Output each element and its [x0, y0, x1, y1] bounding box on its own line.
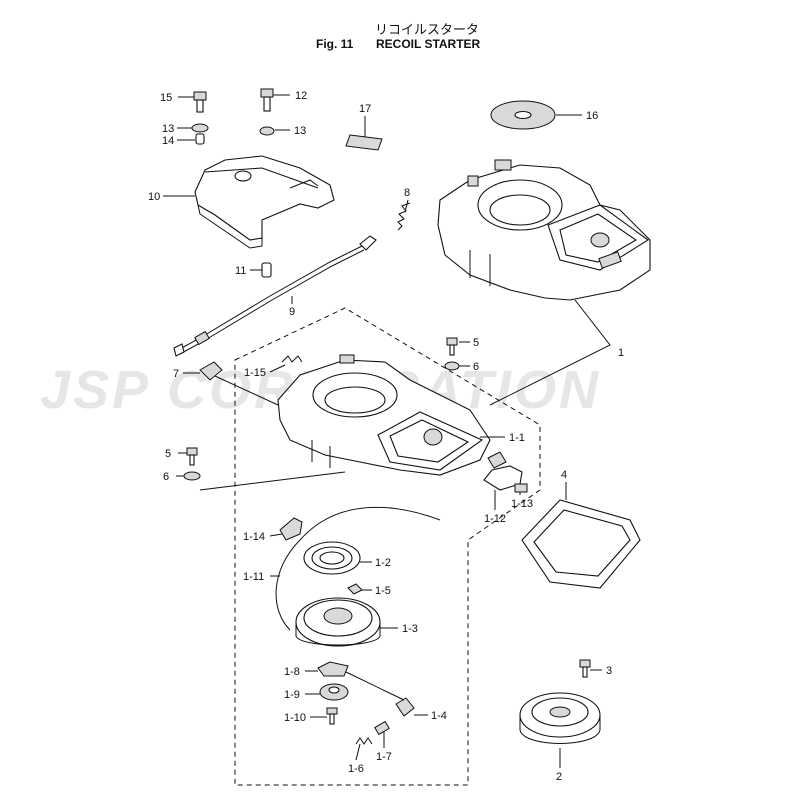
- callout-12: 12: [295, 90, 307, 102]
- part-7-plate: [199, 361, 223, 381]
- callout-1-11: 1-11: [243, 571, 264, 583]
- callout-1-10: 1-10: [284, 712, 306, 724]
- callout-13-right: 13: [294, 125, 306, 137]
- callout-1-5: 1-5: [375, 585, 391, 597]
- part-6-washer-left: [183, 471, 201, 481]
- part-1-3-reel: [295, 597, 381, 647]
- part-1-2-spiral-spring: [303, 541, 361, 575]
- callout-6-top: 6: [473, 361, 479, 373]
- callout-13-left: 13: [162, 123, 174, 135]
- callout-1-13: 1-13: [511, 498, 533, 510]
- part-1-9-plate: [319, 683, 349, 701]
- part-1-7-collar: [374, 720, 390, 736]
- callout-1-8: 1-8: [284, 666, 300, 678]
- callout-1: 1: [618, 347, 624, 359]
- part-12-bolt: [260, 88, 274, 112]
- part-1-starter-assembly: [437, 159, 651, 301]
- callout-10: 10: [148, 191, 160, 203]
- callout-1-7: 1-7: [376, 751, 392, 763]
- part-13-washer-right: [259, 126, 275, 136]
- callout-6-left: 6: [163, 471, 169, 483]
- part-1-14-clip: [279, 517, 303, 541]
- callout-8: 8: [404, 187, 410, 199]
- part-2-pulley: [519, 692, 601, 744]
- callout-5-top: 5: [473, 337, 479, 349]
- callout-11: 11: [235, 265, 246, 277]
- part-17-label: [345, 134, 383, 151]
- callout-1-9: 1-9: [284, 689, 300, 701]
- callout-1-2: 1-2: [375, 557, 391, 569]
- part-1-1-starter-case: [277, 354, 491, 476]
- part-8-spring: [397, 202, 411, 231]
- assembly-boundary: [234, 307, 541, 786]
- part-5-bolt-left: [186, 447, 198, 466]
- part-14-collar: [195, 133, 205, 145]
- callout-17: 17: [359, 103, 371, 115]
- title-english: RECOIL STARTER: [376, 37, 481, 51]
- callout-9: 9: [289, 306, 295, 318]
- part-16-disc: [490, 100, 556, 130]
- part-11-collar: [261, 262, 272, 278]
- callout-1-1: 1-1: [509, 432, 525, 444]
- callout-16: 16: [586, 110, 598, 122]
- callout-1-15: 1-15: [244, 367, 266, 379]
- part-1-11-rope: [275, 506, 441, 631]
- callout-15: 15: [160, 92, 172, 104]
- part-13-washer-left: [191, 123, 209, 133]
- part-9-cable: [173, 235, 377, 357]
- callout-1-3: 1-3: [402, 623, 418, 635]
- part-3-bolt: [579, 659, 591, 678]
- part-1-6-spring: [355, 737, 373, 745]
- callout-3: 3: [606, 665, 612, 677]
- part-4-gasket: [521, 499, 641, 589]
- callout-4: 4: [561, 469, 567, 481]
- callout-1-12: 1-12: [484, 513, 506, 525]
- callout-7: 7: [173, 368, 179, 380]
- part-1-12-handle: [483, 451, 523, 491]
- part-1-10-screw: [326, 707, 338, 725]
- part-6-washer-top: [444, 361, 460, 371]
- part-1-13-insert: [514, 483, 528, 493]
- part-1-4-pin: [395, 697, 415, 717]
- part-1-8-ratchet: [317, 661, 349, 677]
- part-10-cover-plate: [194, 155, 335, 249]
- callout-1-14: 1-14: [243, 531, 265, 543]
- figure-label: Fig. 11: [316, 37, 354, 51]
- callout-14: 14: [162, 135, 174, 147]
- part-1-5-spring: [347, 583, 363, 595]
- part-5-bolt-top: [446, 337, 458, 356]
- callout-1-4: 1-4: [431, 710, 447, 722]
- part-1-15-spring: [281, 355, 303, 363]
- title-japanese: リコイルスタータ: [375, 23, 479, 38]
- callout-2: 2: [556, 771, 562, 783]
- callout-5-left: 5: [165, 448, 171, 460]
- part-15-bolt: [193, 91, 207, 113]
- leader-lines: [163, 94, 611, 768]
- callout-1-6: 1-6: [348, 763, 364, 775]
- callout-labels: 15 12 17 16 13 13 14 10 8 11 9 1 5 6 7 1…: [148, 90, 624, 783]
